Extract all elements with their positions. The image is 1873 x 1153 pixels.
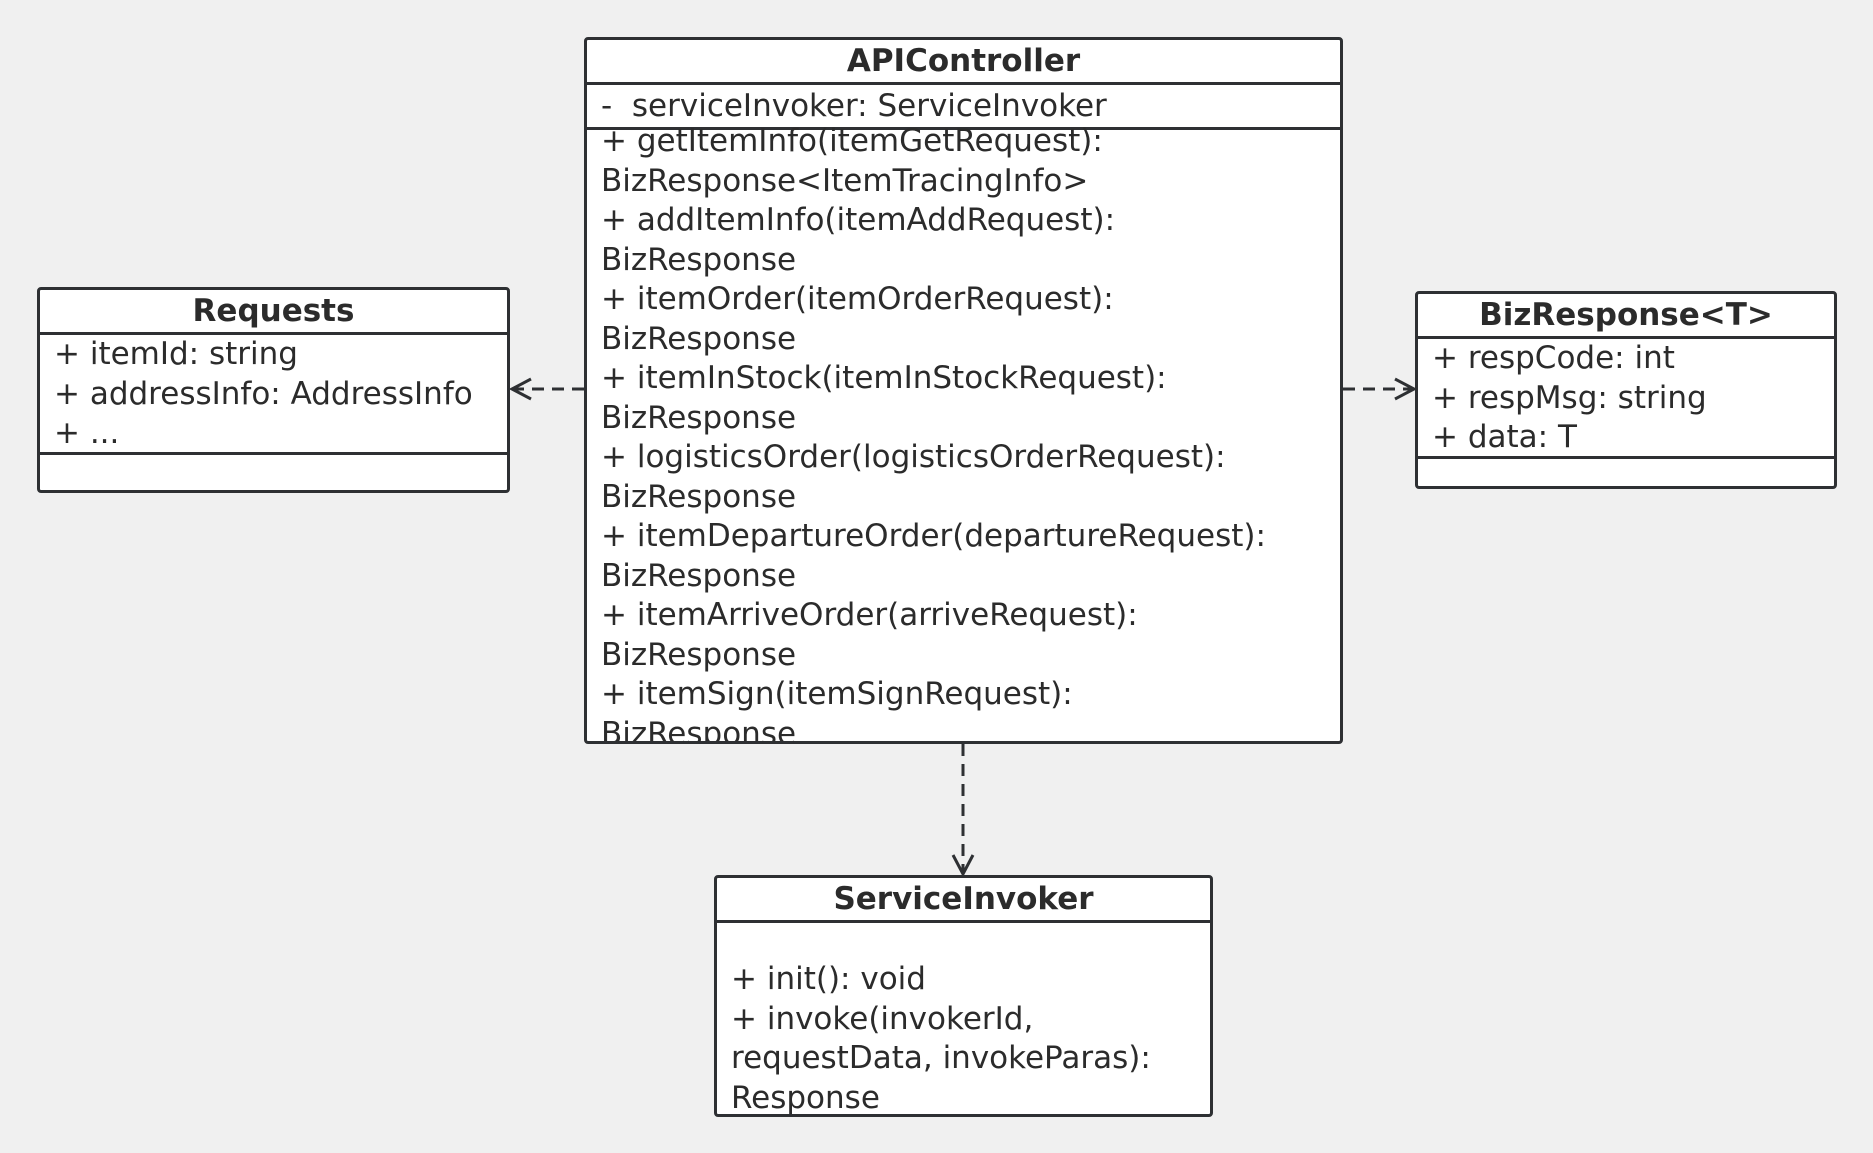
- operation-line: BizResponse: [601, 320, 797, 357]
- operation-line: + itemInStock(itemInStockRequest):: [601, 360, 1167, 396]
- class-name: ServiceInvoker: [717, 878, 1210, 923]
- attribute-line: + itemId: string: [54, 336, 298, 372]
- operation-line: + itemOrder(itemOrderRequest):: [601, 281, 1114, 317]
- operation-line: BizResponse: [601, 557, 797, 594]
- operation-line: BizResponse: [601, 478, 797, 515]
- attribute-line: + addressInfo: AddressInfo: [54, 375, 473, 412]
- operation-line: BizResponse: [601, 715, 797, 744]
- attribute-line: + respCode: int: [1432, 340, 1675, 376]
- attributes-compartment: + itemId: string + addressInfo: AddressI…: [40, 335, 507, 455]
- attribute-line: - serviceInvoker: ServiceInvoker: [601, 88, 1107, 124]
- operation-line: + addItemInfo(itemAddRequest):: [601, 202, 1116, 238]
- operations-compartment: [40, 455, 507, 489]
- operation-line: BizResponse: [601, 636, 797, 673]
- class-name: APIController: [587, 40, 1340, 85]
- attribute-line: + ...: [54, 415, 120, 451]
- operation-line: BizResponse: [601, 241, 797, 278]
- operation-line: BizResponse<ItemTracingInfo>: [601, 162, 1089, 199]
- operation-line: + logisticsOrder(logisticsOrderRequest):: [601, 439, 1226, 475]
- class-name: Requests: [40, 290, 507, 335]
- attribute-line: + respMsg: string: [1432, 379, 1707, 416]
- class-box-bizresponse[interactable]: BizResponse<T> + respCode: int + respMsg…: [1415, 291, 1837, 489]
- operations-compartment: [1418, 459, 1834, 486]
- attributes-compartment: [717, 923, 1210, 935]
- attribute-line: + data: T: [1432, 419, 1577, 455]
- class-box-serviceinvoker[interactable]: ServiceInvoker + init(): void + invoke(i…: [714, 875, 1213, 1117]
- attributes-compartment: - serviceInvoker: ServiceInvoker: [587, 85, 1340, 130]
- operations-compartment: + init(): void + invoke(invokerId, reque…: [717, 935, 1210, 1116]
- operation-line: + itemDepartureOrder(departureRequest):: [601, 518, 1266, 554]
- operation-line: + itemSign(itemSignRequest):: [601, 676, 1073, 712]
- operation-line: + getItemInfo(itemGetRequest):: [601, 123, 1103, 159]
- class-box-requests[interactable]: Requests + itemId: string + addressInfo:…: [37, 287, 510, 493]
- operation-line: + init(): void: [731, 961, 926, 997]
- operation-line: Response: [731, 1079, 880, 1116]
- operations-compartment: + getItemInfo(itemGetRequest): BizRespon…: [587, 122, 1340, 744]
- class-name: BizResponse<T>: [1418, 294, 1834, 339]
- class-box-apicontroller[interactable]: APIController - serviceInvoker: ServiceI…: [584, 37, 1343, 744]
- operation-line: requestData, invokeParas):: [731, 1040, 1151, 1076]
- operation-line: + invoke(invokerId,: [731, 1000, 1034, 1037]
- operation-line: BizResponse: [601, 399, 797, 436]
- operation-line: + itemArriveOrder(arriveRequest):: [601, 597, 1138, 633]
- attributes-compartment: + respCode: int + respMsg: string + data…: [1418, 339, 1834, 459]
